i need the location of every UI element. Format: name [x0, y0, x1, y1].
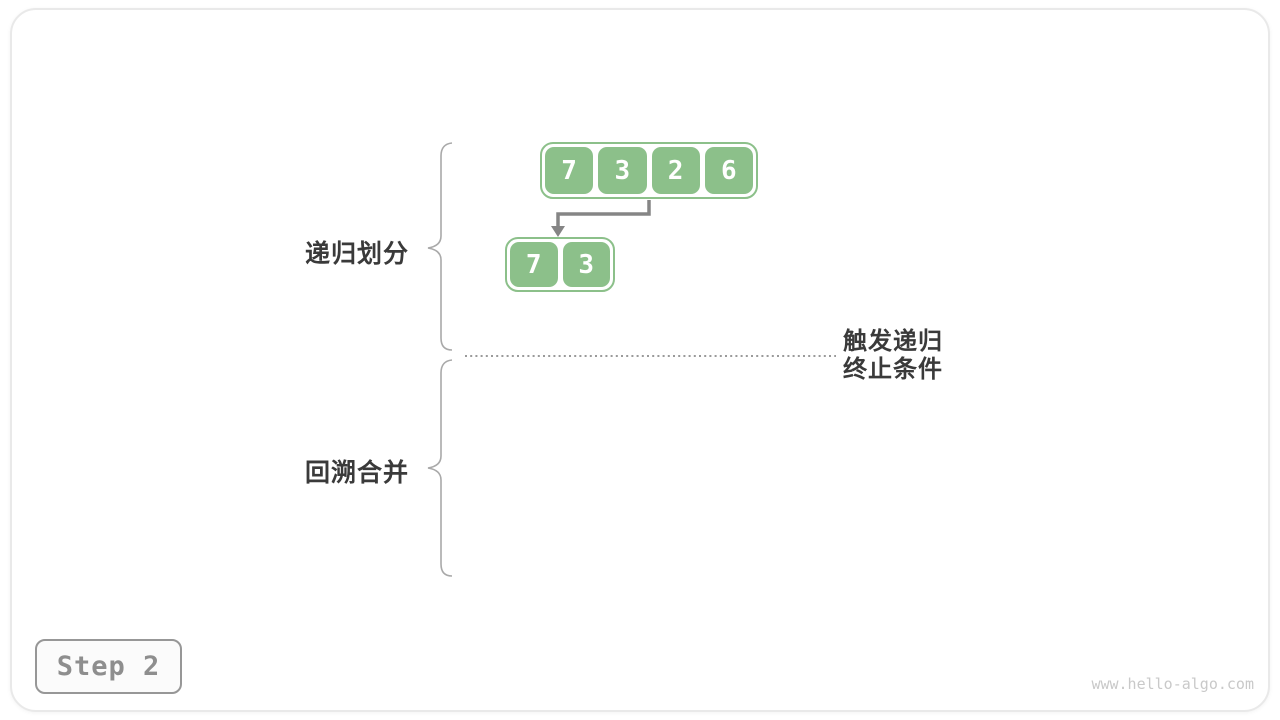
array-cell: 7 [545, 147, 594, 194]
array-node-73: 7 3 [505, 237, 615, 292]
array-cell: 6 [704, 147, 753, 194]
figure-card [10, 8, 1270, 712]
phase-label-divide: 递归划分 [304, 240, 409, 268]
termination-annotation-line2: 终止条件 [843, 356, 943, 383]
phase-label-merge: 回溯合并 [304, 459, 409, 487]
array-node-7326: 7 3 2 6 [540, 142, 758, 199]
array-cell: 3 [562, 242, 610, 287]
array-cell: 2 [651, 147, 700, 194]
step-badge: Step 2 [35, 639, 182, 694]
array-cell: 3 [598, 147, 647, 194]
termination-annotation-line1: 触发递归 [843, 328, 943, 355]
array-cell: 7 [510, 242, 558, 287]
watermark: www.hello-algo.com [1091, 675, 1254, 693]
termination-annotation: 触发递归 终止条件 [843, 328, 943, 384]
